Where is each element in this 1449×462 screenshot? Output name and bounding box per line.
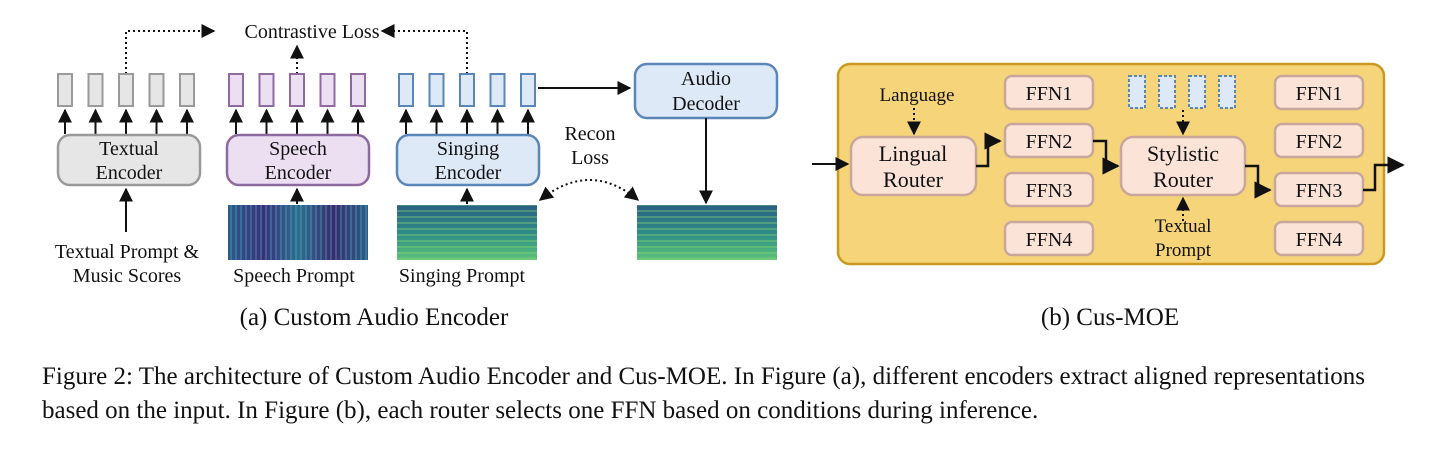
ffn-right-2: FFN2 [1296,131,1343,153]
recon-loss-arrow [538,179,640,201]
textual-input-line1: Textual Prompt & [55,241,200,263]
ffn-right-3: FFN3 [1296,180,1343,202]
speech-token [289,73,305,107]
singing-token [398,73,414,107]
speech-spectrogram [228,205,368,260]
textual-token [179,73,195,107]
textual-prompt-line2: Prompt [1155,240,1212,261]
speech-token [228,73,244,107]
ffn-left-column: FFN1 FFN2 FFN3 FFN4 [1003,74,1095,257]
lingual-router-line2: Router [883,167,944,192]
panel-b-subcaption: (b) Cus-MOE [1041,304,1179,331]
textual-input-line2: Music Scores [73,265,182,287]
ffn-left-2: FFN2 [1026,131,1073,153]
style-token [1128,75,1146,109]
speech-encoder-box [225,133,371,187]
singing-encoder-box [395,133,541,187]
singing-prompt-label: Singing Prompt [399,265,526,287]
textual-token [87,73,104,107]
textual-token-row [57,73,195,134]
contrastive-arrow-right [380,24,468,74]
lingual-to-ffn2-route [976,132,1002,168]
lingual-router-line1: Lingual [879,141,947,166]
recon-loss-line1: Recon [564,123,615,145]
textual-prompt-line1: Textual [1155,216,1212,237]
stylistic-router-line1: Stylistic [1147,141,1219,166]
contrastive-arrow-left [125,24,216,74]
singing-token [520,73,536,107]
ffn-left-3: FFN3 [1026,180,1073,202]
audio-decoder-line1: Audio [681,68,731,90]
textual-token [57,73,73,107]
figure-caption: Figure 2: The architecture of Custom Aud… [42,363,1365,424]
speech-token [350,73,366,107]
stylistic-router-line2: Router [1153,167,1214,192]
ffn-right-4: FFN4 [1296,229,1343,251]
ffn-right-column: FFN1 FFN2 FFN3 FFN4 [1273,74,1365,257]
ffn-left-1: FFN1 [1026,83,1073,105]
singing-token-row [398,73,536,134]
speech-prompt-label: Speech Prompt [233,265,355,287]
panel-a-subcaption: (a) Custom Audio Encoder [240,304,509,331]
panel-a: Contrastive Loss Textual Encoder Textual… [55,21,779,331]
stylistic-to-ffn3-route [1245,164,1272,199]
ffn-right-1: FFN1 [1296,83,1343,105]
style-token [1158,75,1176,109]
textual-encoder-line1: Textual [99,138,159,160]
language-label: Language [880,85,955,106]
contrastive-loss-label: Contrastive Loss [245,21,380,43]
speech-token [258,73,275,107]
singing-spectrogram [397,205,537,260]
textual-encoder-box [56,133,202,187]
textual-encoder-line2: Encoder [96,162,163,184]
style-token-row [1128,75,1236,109]
singing-encoder-line2: Encoder [435,162,502,184]
textual-token [118,73,134,107]
style-token [1188,75,1206,109]
textual-token [148,73,165,107]
singing-encoder-line1: Singing [437,138,499,160]
panel-b: Language Lingual Router FFN1 FFN2 FFN3 F… [812,62,1405,331]
speech-token [319,73,336,107]
architecture-figure: Contrastive Loss Textual Encoder Textual… [55,21,1405,331]
speech-encoder-line2: Encoder [265,162,332,184]
audio-decoder-line2: Decoder [672,93,740,115]
moe-output-route [1363,156,1405,192]
reconstructed-spectrogram [637,205,777,260]
ffn-left-4: FFN4 [1026,229,1073,251]
speech-token-row [228,73,366,134]
singing-token [428,73,445,107]
recon-loss-line2: Loss [571,147,609,169]
speech-encoder-line1: Speech [269,138,327,160]
style-token [1218,75,1236,109]
singing-token [489,73,506,107]
ffn2-to-stylistic-route [1093,139,1120,175]
singing-token [459,73,475,107]
